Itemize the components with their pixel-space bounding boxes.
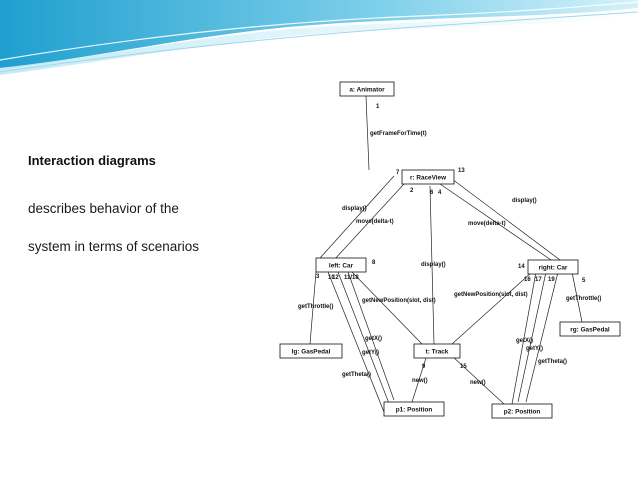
- seq-number-14: 14: [518, 264, 525, 270]
- node-p1-label: p1: Position: [396, 407, 433, 414]
- seq-number-12: 12: [332, 275, 339, 281]
- link-left-p1-a: [327, 271, 385, 413]
- seq-number-16: 16: [524, 277, 531, 283]
- msg-get-new-position-right: getNewPosition(slot, dist): [454, 292, 528, 298]
- link-left-track: [351, 271, 423, 345]
- link-raceview-left: [319, 175, 395, 259]
- node-gaspedal-left: lg: GasPedal: [279, 343, 343, 359]
- node-p2-label: p2: Position: [504, 409, 541, 416]
- seq-number-7: 7: [396, 170, 400, 176]
- msg-get-frame: getFrameForTime(t): [370, 131, 427, 137]
- header-wave-banner: [0, 0, 638, 75]
- msg-get-theta-right: getTheta(): [538, 359, 567, 365]
- seq-number-8: 8: [372, 260, 376, 266]
- msg-move-left: move(delta-t): [356, 219, 394, 225]
- msg-get-y-left: getY(): [362, 350, 379, 356]
- link-raceview-right-2: [439, 183, 555, 263]
- seq-number-15: 15: [460, 364, 467, 370]
- link-right-p2-a: [511, 271, 537, 405]
- link-right-track: [451, 271, 533, 345]
- seq-number-2: 2: [410, 188, 414, 194]
- link-left-p1-c: [347, 271, 395, 401]
- msg-get-theta-left: getTheta(): [342, 372, 371, 378]
- node-animator: a: Animator: [339, 81, 395, 97]
- diagram-links: [309, 95, 583, 413]
- node-raceview: r: RaceView: [401, 169, 455, 185]
- link-track-p2: [451, 355, 505, 405]
- msg-display-left: display(): [342, 206, 367, 212]
- link-left-lg: [309, 271, 317, 345]
- seq-number-11-18: 11/18: [344, 275, 359, 281]
- seq-number-17: 17: [535, 277, 542, 283]
- msg-get-x-right: getX(): [516, 338, 533, 344]
- seq-number-10: 10: [328, 275, 335, 281]
- msg-get-x-left: getX(): [365, 336, 382, 342]
- node-p1: p1: Position: [383, 401, 445, 417]
- link-raceview-track: [429, 185, 435, 345]
- node-gaspedal-right: rg: GasPedal: [559, 321, 621, 337]
- node-raceview-label: r: RaceView: [410, 175, 446, 182]
- seq-number-3: 3: [316, 274, 320, 280]
- msg-move-right: move(delta-t): [468, 221, 506, 227]
- link-right-rg: [571, 271, 583, 323]
- seq-number-13: 13: [458, 168, 465, 174]
- node-left-car-label: left: Car: [329, 263, 354, 270]
- seq-number-9: 9: [422, 364, 426, 370]
- link-raceview-left-2: [333, 183, 405, 261]
- slide-heading: Interaction diagrams: [28, 153, 156, 168]
- slide-text-block: Interaction diagrams describes behavior …: [28, 152, 268, 256]
- msg-display-right: display(): [512, 198, 537, 204]
- diagram-panel: [276, 50, 628, 436]
- msg-get-throttle-right: getThrottle(): [566, 296, 601, 302]
- collaboration-diagram: a: Animator r: RaceView left: Car right:…: [279, 81, 621, 419]
- node-right-car: right: Car: [527, 259, 579, 275]
- node-track-label: t: Track: [426, 349, 449, 356]
- seq-number-6: 6: [430, 190, 434, 196]
- msg-get-throttle-left: getThrottle(): [298, 304, 333, 310]
- msg-display-track: display(): [421, 262, 446, 268]
- node-animator-label: a: Animator: [349, 87, 385, 94]
- link-left-p1-b: [337, 271, 391, 407]
- node-gaspedal-left-label: lg: GasPedal: [292, 349, 331, 356]
- link-right-p2-c: [525, 271, 559, 403]
- node-p2: p2: Position: [491, 403, 553, 419]
- node-gaspedal-right-label: rg: GasPedal: [570, 327, 610, 334]
- seq-number-4: 4: [438, 190, 442, 196]
- link-right-p2-b: [517, 271, 547, 403]
- msg-new-p2: new(): [470, 380, 486, 386]
- seq-number-19: 19: [548, 277, 555, 283]
- seq-number-5: 5: [582, 278, 586, 284]
- seq-number-1: 1: [376, 104, 380, 110]
- link-raceview-right: [447, 175, 561, 261]
- node-left-car: left: Car: [315, 257, 367, 273]
- msg-get-y-right: getY(): [526, 346, 543, 352]
- slide-description-line-2: system in terms of scenarios: [28, 239, 200, 254]
- link-track-p1: [411, 357, 427, 403]
- node-track: t: Track: [413, 343, 461, 359]
- msg-get-new-position-left: getNewPosition(slot, dist): [362, 298, 436, 304]
- slide-description-line-1: describes behavior of the: [28, 201, 179, 216]
- msg-new-p1: new(): [412, 378, 428, 384]
- link-animator-raceview: [365, 95, 370, 171]
- node-right-car-label: right: Car: [539, 265, 568, 272]
